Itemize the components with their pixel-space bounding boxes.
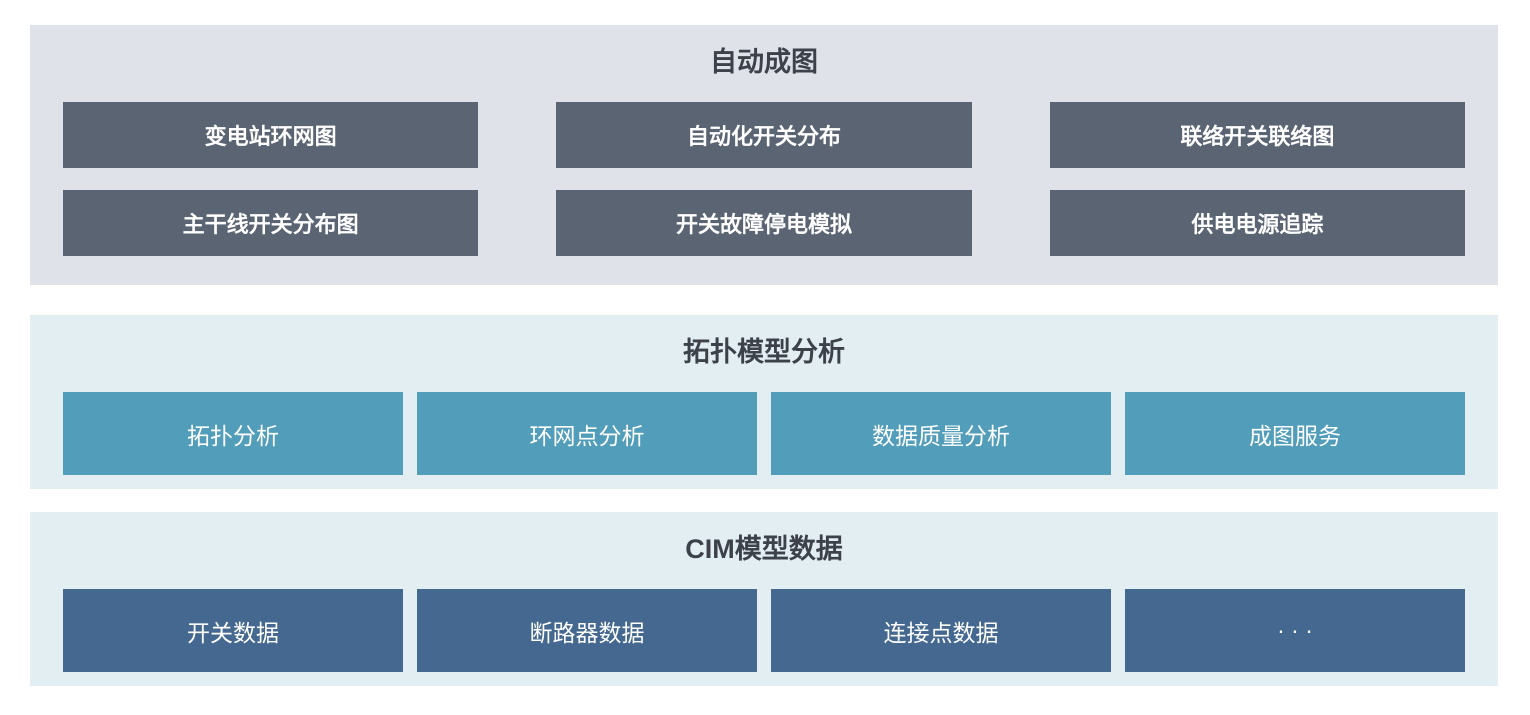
cim-model-data-row: 开关数据 断路器数据 连接点数据 · · · <box>63 589 1465 672</box>
block-trunk-line-switch-distribution: 主干线开关分布图 <box>63 190 479 256</box>
block-power-source-tracing: 供电电源追踪 <box>1049 190 1465 256</box>
block-diagram-service: 成图服务 <box>1125 392 1465 475</box>
block-tie-switch-connection-diagram: 联络开关联络图 <box>1049 102 1465 168</box>
layer-cim-model-data-title: CIM模型数据 <box>685 534 843 564</box>
layer-auto-diagram-title: 自动成图 <box>710 47 818 77</box>
block-data-quality-analysis: 数据质量分析 <box>771 392 1111 475</box>
layer-topology-analysis: 拓扑模型分析 拓扑分析 环网点分析 数据质量分析 成图服务 <box>30 315 1498 489</box>
block-topology-analysis: 拓扑分析 <box>63 392 403 475</box>
auto-diagram-row-2: 主干线开关分布图 开关故障停电模拟 供电电源追踪 <box>63 190 1465 256</box>
block-ellipsis-more-data: · · · <box>1125 589 1465 672</box>
block-ring-point-analysis: 环网点分析 <box>417 392 757 475</box>
block-breaker-data: 断路器数据 <box>417 589 757 672</box>
block-substation-ring-diagram: 变电站环网图 <box>63 102 479 168</box>
topology-analysis-row: 拓扑分析 环网点分析 数据质量分析 成图服务 <box>63 392 1465 475</box>
block-connection-point-data: 连接点数据 <box>771 589 1111 672</box>
layer-cim-model-data: CIM模型数据 开关数据 断路器数据 连接点数据 · · · <box>30 512 1498 686</box>
block-switch-data: 开关数据 <box>63 589 403 672</box>
auto-diagram-row-1: 变电站环网图 自动化开关分布 联络开关联络图 <box>63 102 1465 168</box>
block-automation-switch-distribution: 自动化开关分布 <box>556 102 972 168</box>
layer-auto-diagram: 自动成图 变电站环网图 自动化开关分布 联络开关联络图 主干线开关分布图 开关故… <box>30 25 1498 285</box>
layer-topology-analysis-title: 拓扑模型分析 <box>683 337 845 367</box>
block-switch-fault-outage-simulation: 开关故障停电模拟 <box>556 190 972 256</box>
